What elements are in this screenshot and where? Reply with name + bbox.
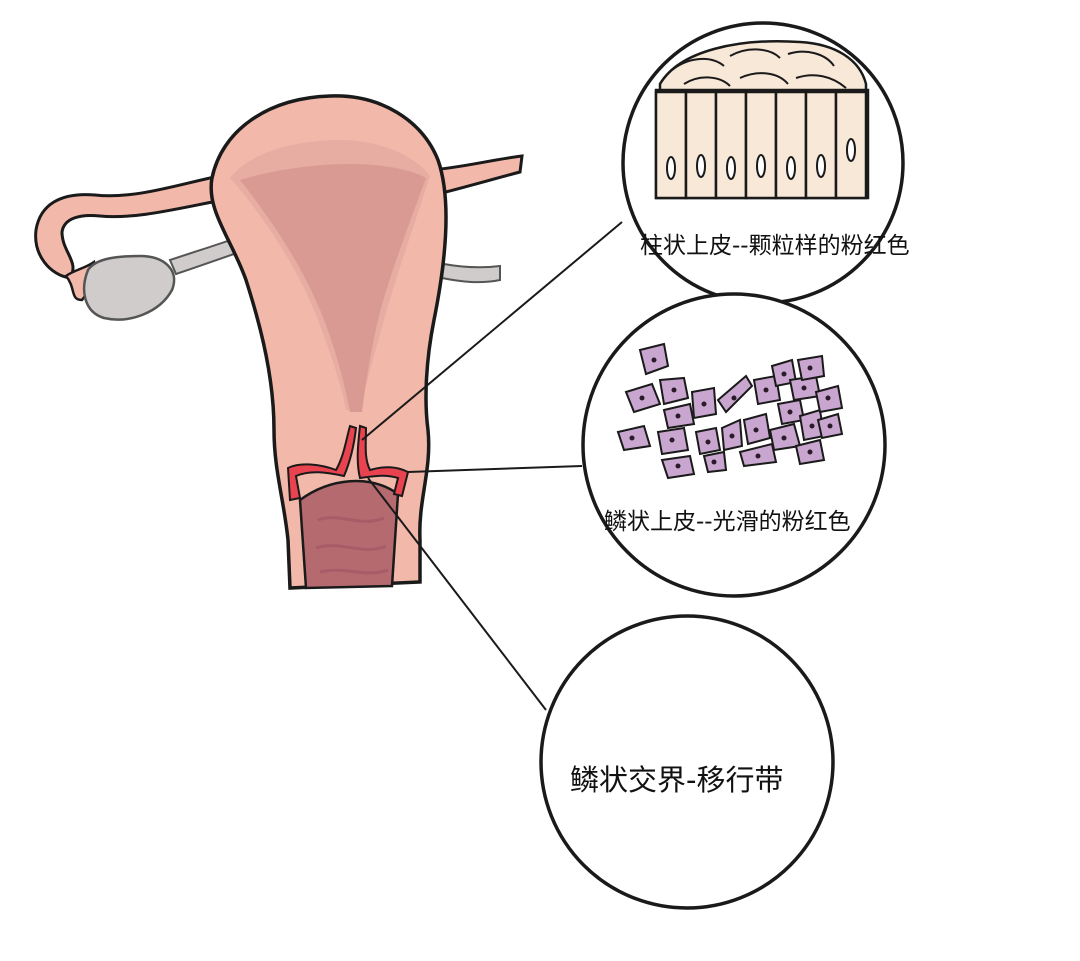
label-squamous-epithelium: 鳞状上皮--光滑的粉红色 (604, 509, 851, 535)
uterus-illustration (34, 94, 524, 590)
squamous-nuclei (629, 357, 833, 469)
label-columnar-epithelium: 柱状上皮--颗粒样的粉红色 (640, 233, 910, 259)
right-fallopian-tube (427, 154, 524, 196)
uterine-cavity (240, 164, 426, 412)
callout-junction (539, 614, 835, 910)
pointer-lines (361, 221, 623, 711)
callout-circle-junction (539, 614, 835, 910)
callout-squamous (581, 292, 887, 598)
right-ovarian-ligament (440, 262, 501, 284)
pointer-line-squamous (407, 465, 583, 473)
columnar-cells-icon (654, 40, 870, 200)
label-squamocolumnar-junction: 鳞状交界-移行带 (570, 763, 784, 797)
pointer-line-junction (367, 477, 547, 711)
junction-zone-right (356, 424, 410, 498)
left-ovary (82, 254, 176, 321)
callout-columnar (621, 21, 905, 305)
junction-zone-left (286, 424, 358, 502)
canal-texture (315, 516, 389, 575)
endocervical-canal (298, 479, 400, 590)
pointer-line-columnar (361, 221, 623, 441)
